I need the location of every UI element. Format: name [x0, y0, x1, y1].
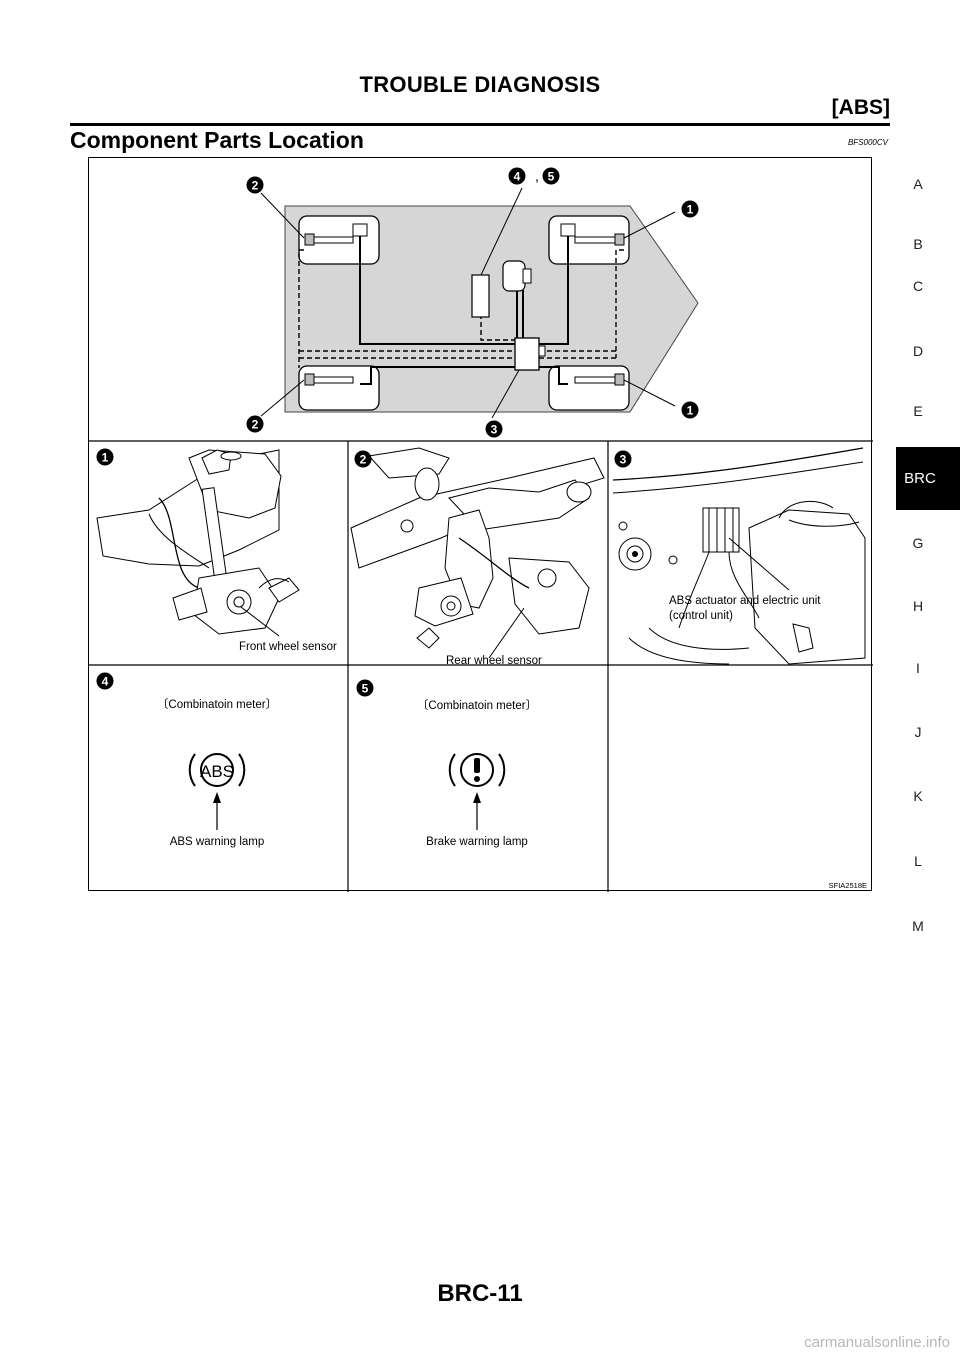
- callout-2-rear: 2: [246, 415, 264, 433]
- index-letter-m[interactable]: M: [912, 918, 924, 934]
- callout-2-front: 2: [246, 176, 264, 194]
- label-combination-meter-4: 〔Combinatoin meter〕: [157, 698, 277, 711]
- header-rule: [70, 123, 890, 126]
- harness-meter: [480, 314, 517, 341]
- index-letter-k[interactable]: K: [913, 788, 923, 804]
- harness-left: [298, 249, 304, 368]
- page-header-subtitle: [ABS]: [831, 96, 890, 119]
- vehicle-layout-diagram: [260, 187, 699, 419]
- label-front-wheel-sensor: Front wheel sensor: [239, 641, 337, 653]
- index-tab-brc[interactable]: BRC: [896, 447, 960, 510]
- watermark-site[interactable]: carmanualsonline.info: [804, 1334, 950, 1351]
- front-wheel-sensor-illustration: [96, 449, 300, 637]
- callout-2-rear-text: 2: [252, 418, 259, 432]
- callout-2-cell-text: 2: [360, 453, 367, 467]
- callout-4-cell: 4: [96, 672, 114, 690]
- page-number: BRC-11: [437, 1280, 523, 1307]
- abs-actuator-illustration: [612, 447, 866, 665]
- leader-2-rear: [260, 379, 305, 417]
- index-letter-h[interactable]: H: [912, 598, 924, 614]
- callout-3-cell: 3: [614, 450, 632, 468]
- section-index: A B C D E BRC G H I J K L M: [896, 0, 960, 1358]
- wheel-rear-right: [548, 365, 630, 411]
- callout-1-cell: 1: [96, 448, 114, 466]
- label-brake-warning-lamp: Brake warning lamp: [426, 836, 528, 848]
- label-abs-actuator-line1: ABS actuator and electric unit: [669, 595, 821, 607]
- callout-5-cell: 5: [356, 679, 374, 697]
- index-letter-i[interactable]: I: [916, 660, 920, 676]
- callout-5-top-text: 5: [548, 170, 555, 184]
- index-letter-e[interactable]: E: [913, 403, 923, 419]
- callout-1-front-text: 1: [687, 203, 694, 217]
- callout-4-top: 4: [508, 167, 526, 185]
- hub-front-right: [560, 223, 576, 237]
- brake-tube-fl: [359, 236, 515, 345]
- abs-actuator-unit: [514, 337, 540, 371]
- leader-3: [491, 369, 520, 419]
- brake-warning-lamp-icon: [448, 753, 506, 830]
- brake-tube-rl: [360, 366, 515, 385]
- wheel-rear-left: [298, 365, 380, 411]
- label-abs-actuator-line2: (control unit): [669, 610, 733, 622]
- callout-4-cell-text: 4: [102, 675, 109, 689]
- index-letter-j[interactable]: J: [914, 724, 922, 740]
- abs-actuator-connector: [538, 345, 546, 357]
- component-location-figure: 2 4 , 5 1 1 2: [88, 157, 873, 892]
- sensor-front-right: [614, 233, 625, 246]
- figure-id: SFIA2518E: [829, 881, 867, 890]
- sensor-rear-left: [304, 373, 315, 386]
- section-code: BFS000CV: [847, 138, 888, 147]
- harness-right: [615, 249, 624, 358]
- callout-1-cell-text: 1: [102, 451, 109, 465]
- leader-1-rear: [623, 379, 676, 407]
- callout-5-top: 5: [542, 167, 560, 185]
- callout-separator: ,: [535, 168, 539, 184]
- index-letter-b[interactable]: B: [913, 236, 923, 252]
- index-letter-a[interactable]: A: [913, 176, 923, 192]
- callout-1-front: 1: [681, 200, 699, 218]
- callout-4-top-text: 4: [514, 170, 521, 184]
- callout-3-top: 3: [485, 420, 503, 438]
- callout-5-cell-text: 5: [362, 682, 369, 696]
- index-letter-g[interactable]: G: [912, 535, 924, 551]
- rear-wheel-sensor-illustration: [350, 447, 605, 659]
- callout-1-rear-text: 1: [687, 404, 694, 418]
- hub-front-left: [352, 223, 368, 237]
- abs-warning-lamp-icon: ABS: [188, 753, 246, 830]
- abs-lamp-symbol-text: ABS: [200, 762, 234, 781]
- brake-booster: [502, 260, 526, 292]
- sensor-front-left: [304, 233, 315, 246]
- axle-rear-left: [310, 376, 354, 384]
- callout-1-rear: 1: [681, 401, 699, 419]
- brake-tube-rr: [537, 366, 568, 385]
- index-letter-d[interactable]: D: [912, 343, 924, 359]
- leader-1-front: [623, 211, 676, 239]
- callout-2-front-text: 2: [252, 179, 259, 193]
- axle-rear-right: [574, 376, 618, 384]
- label-rear-wheel-sensor: Rear wheel sensor: [446, 655, 542, 667]
- index-letter-c[interactable]: C: [912, 278, 924, 294]
- label-combination-meter-5: 〔Combinatoin meter〕: [417, 699, 537, 712]
- sensor-rear-right: [614, 373, 625, 386]
- callout-3-top-text: 3: [491, 423, 498, 437]
- master-cylinder: [522, 268, 532, 284]
- brake-tube-fr: [537, 236, 569, 345]
- callout-3-cell-text: 3: [620, 453, 627, 467]
- combination-meter-unit: [471, 274, 490, 318]
- label-abs-warning-lamp: ABS warning lamp: [170, 836, 265, 848]
- leader-2-front: [260, 192, 305, 239]
- axle-front-right: [574, 236, 618, 244]
- page-header-title: TROUBLE DIAGNOSIS: [359, 72, 601, 97]
- callout-2-cell: 2: [354, 450, 372, 468]
- axle-front-left: [310, 236, 354, 244]
- index-letter-l[interactable]: L: [914, 853, 922, 869]
- section-title: Component Parts Location: [70, 127, 364, 153]
- figure-drawing: 2 4 , 5 1 1 2: [89, 167, 873, 892]
- leader-4-5: [480, 187, 523, 276]
